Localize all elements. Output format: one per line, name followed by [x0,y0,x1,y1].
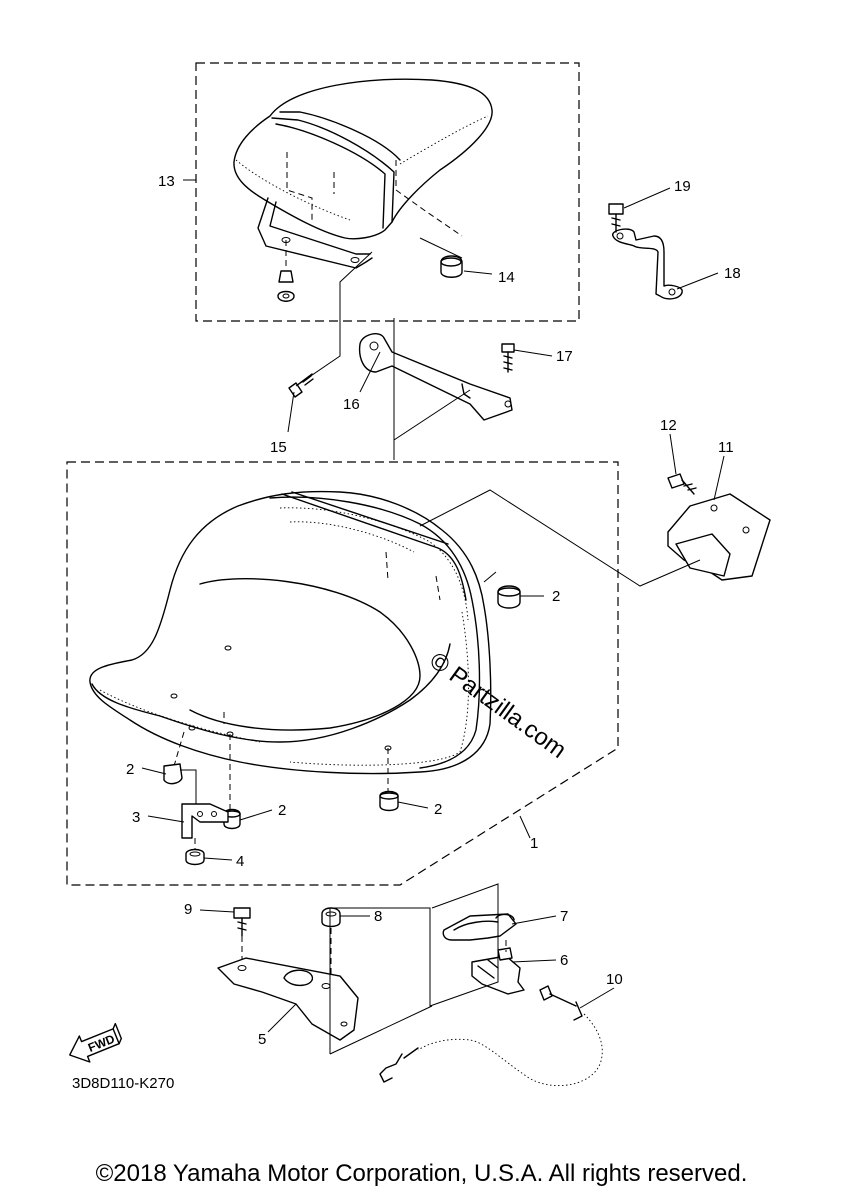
callouts: 13 14 19 18 17 16 15 12 11 2 2 2 2 3 4 1… [126,173,741,1048]
callout-5: 5 [258,1031,266,1048]
main-seat-1 [89,490,492,812]
callout-1: 1 [530,835,538,852]
cable-10 [379,985,603,1087]
copyright-notice: ©2018 Yamaha Motor Corporation, U.S.A. A… [95,1160,748,1187]
callout-9: 9 [184,901,192,918]
callout-8: 8 [374,908,382,925]
callout-2-right: 2 [552,588,560,605]
cover-11 [667,493,771,581]
strap-18 [612,228,683,300]
callout-18: 18 [724,265,741,282]
callout-2-lower: 2 [434,801,442,818]
rear-seat-13 [233,78,493,269]
dampers-2 [163,585,521,830]
fwd-arrow-icon: FWD [69,1022,123,1063]
callout-2-left: 2 [126,761,134,778]
bolt-12 [667,473,697,495]
callout-4: 4 [236,853,244,870]
callout-10: 10 [606,971,623,988]
callout-3: 3 [132,809,140,826]
leader-lines [141,179,725,1033]
rear-seat-nuts [277,270,295,302]
callout-2-center: 2 [278,802,286,819]
callout-15: 15 [270,439,287,456]
bracket-3 [180,769,229,839]
callout-19: 19 [674,178,691,195]
callout-14: 14 [498,269,515,286]
bolt-19 [608,203,624,233]
connection-lines [295,237,701,1055]
callout-7: 7 [560,908,568,925]
bolt-9 [233,907,251,966]
nut-4 [185,838,205,866]
callout-16: 16 [343,396,360,413]
callout-12: 12 [660,417,677,434]
rear-seat-group-boundary [195,62,580,322]
callout-6: 6 [560,952,568,969]
plate-5 [217,957,359,1041]
nut-8 [321,907,341,982]
callout-11: 11 [718,439,734,456]
damper-14 [440,255,463,278]
callout-17: 17 [556,348,573,365]
drawing-code: 3D8D110-K270 [72,1075,174,1092]
callout-13: 13 [158,173,175,190]
bolt-17 [501,343,515,373]
plate-7 [442,913,517,941]
bracket-16 [358,333,513,421]
